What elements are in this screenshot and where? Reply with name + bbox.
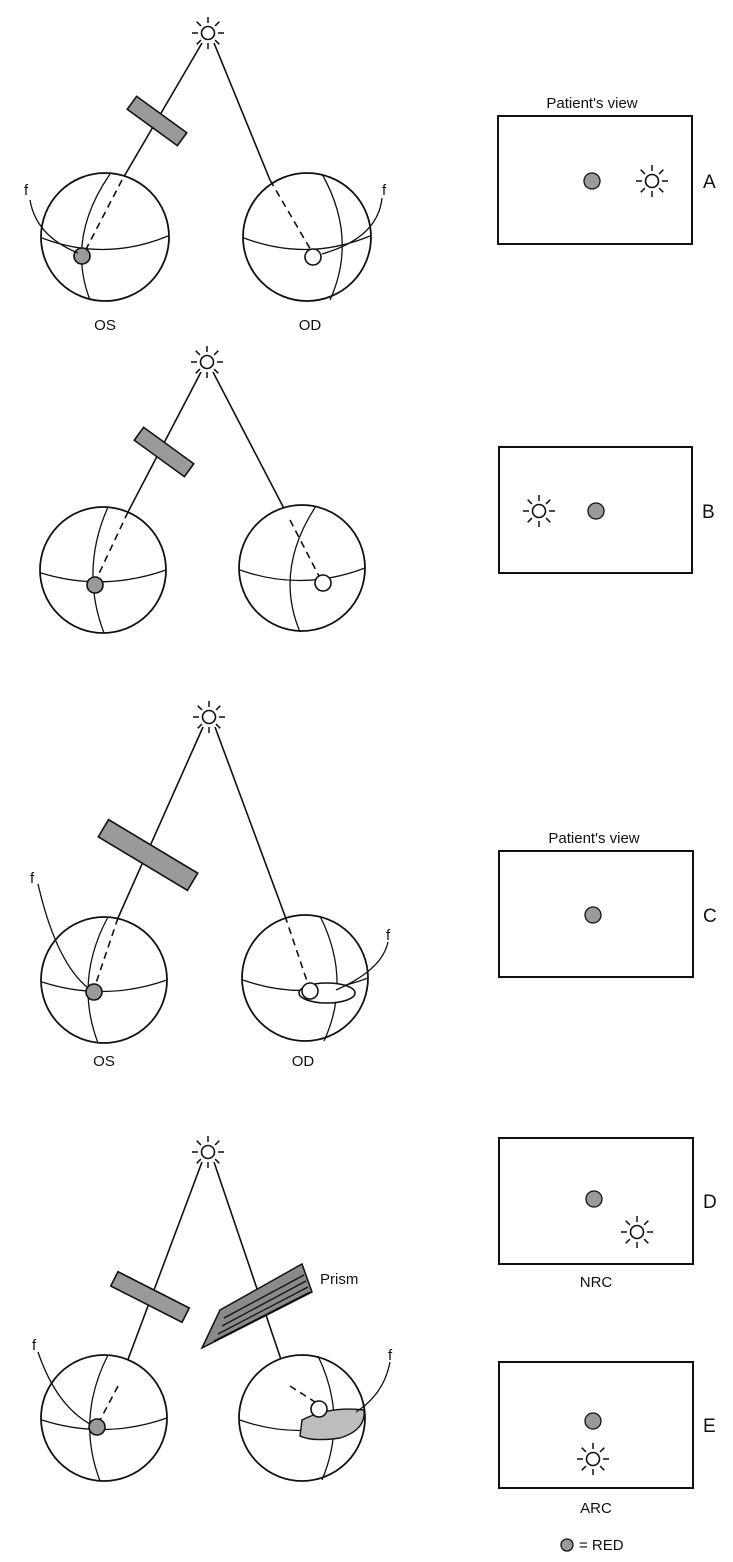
visual-axis-od: [269, 179, 313, 253]
legend-label: = RED: [579, 1537, 624, 1554]
red-filter-icon: [109, 1270, 191, 1324]
red-dot-icon: [584, 906, 602, 924]
eyeball-icon-od: [241, 914, 369, 1042]
eyeball-icon-os: [40, 172, 170, 302]
visual-axis-os: [82, 179, 123, 256]
eyeball-icon-os: [40, 916, 168, 1044]
ray-left: [121, 42, 203, 181]
panel-letter-e: E: [703, 1416, 716, 1437]
os-label: OS: [94, 317, 116, 334]
light-source-icon: [191, 346, 223, 378]
fovea-pointer-os: [37, 1351, 91, 1425]
ray-left: [117, 726, 204, 919]
red-dot-icon: [584, 1412, 602, 1430]
fovea-od: [314, 574, 332, 592]
eyeball-icon-os: [40, 1354, 168, 1482]
fovea-label: f: [388, 1347, 393, 1364]
fovea-os: [86, 576, 104, 594]
fovea-label: f: [382, 182, 387, 199]
section-c: f f OS OD Patient's view C: [30, 701, 717, 1070]
patients-view-label: Patient's view: [546, 95, 637, 112]
light-source-icon: [192, 1136, 224, 1168]
eyeball-icon-os: [39, 506, 167, 634]
light-source-icon: [621, 1216, 653, 1248]
panel-letter-b: B: [702, 502, 715, 523]
ray-right: [213, 1161, 291, 1387]
fovea-od: [304, 248, 322, 266]
fovea-pointer-od: [321, 197, 383, 255]
prism-label: Prism: [320, 1271, 358, 1288]
section-de: Prism f f D NRC E ARC: [32, 1136, 717, 1554]
fovea-pointer-os: [29, 199, 79, 254]
light-source-icon: [192, 17, 224, 49]
prism-icon: [200, 1262, 313, 1350]
fovea-label: f: [32, 1337, 37, 1354]
red-dot-icon: [585, 1190, 603, 1208]
fovea-os: [88, 1418, 106, 1436]
red-dot-icon: [583, 172, 601, 190]
patients-view-label: Patient's view: [548, 830, 639, 847]
red-dot-icon: [587, 502, 605, 520]
nrc-label: NRC: [580, 1274, 613, 1291]
od-label: OD: [299, 317, 322, 334]
eyeball-icon-od: [242, 172, 372, 302]
light-source-icon: [193, 701, 225, 733]
panel-letter-d: D: [703, 1192, 717, 1213]
visual-axis-od: [289, 519, 321, 579]
ray-right: [212, 371, 291, 521]
red-filter-icon: [97, 818, 199, 892]
eyeball-icon-od: [238, 504, 366, 633]
red-filter-icon: [126, 95, 188, 147]
fovea-label: f: [24, 182, 29, 199]
legend-red-dot-icon: [560, 1538, 574, 1552]
od-label: OD: [292, 1053, 315, 1070]
ray-right: [214, 726, 286, 917]
light-source-icon: [636, 165, 668, 197]
section-b: B: [39, 346, 715, 634]
ray-right: [213, 42, 271, 181]
fovea-label: f: [386, 927, 391, 944]
os-label: OS: [93, 1053, 115, 1070]
ray-left: [117, 1161, 203, 1387]
visual-axis-od: [289, 1385, 316, 1403]
fovea-pointer-od: [335, 941, 389, 991]
light-source-icon: [523, 495, 555, 527]
panel-letter-c: C: [703, 906, 717, 927]
fovea-pointer-od: [355, 1361, 391, 1413]
red-filter-icon: [133, 426, 195, 478]
fovea-os: [85, 983, 103, 1001]
eyeball-icon-od: [238, 1354, 366, 1482]
arc-label: ARC: [580, 1500, 612, 1517]
fovea-od: [310, 1400, 328, 1418]
fovea-od: [301, 982, 319, 1000]
panel-letter-a: A: [703, 172, 716, 193]
fovea-label: f: [30, 870, 35, 887]
section-a: f f OS OD Patient's view A: [24, 17, 716, 334]
visual-axis-os: [95, 511, 129, 581]
light-source-icon: [577, 1443, 609, 1475]
fovea-pointer-os: [37, 883, 89, 989]
fovea-os: [73, 247, 91, 265]
